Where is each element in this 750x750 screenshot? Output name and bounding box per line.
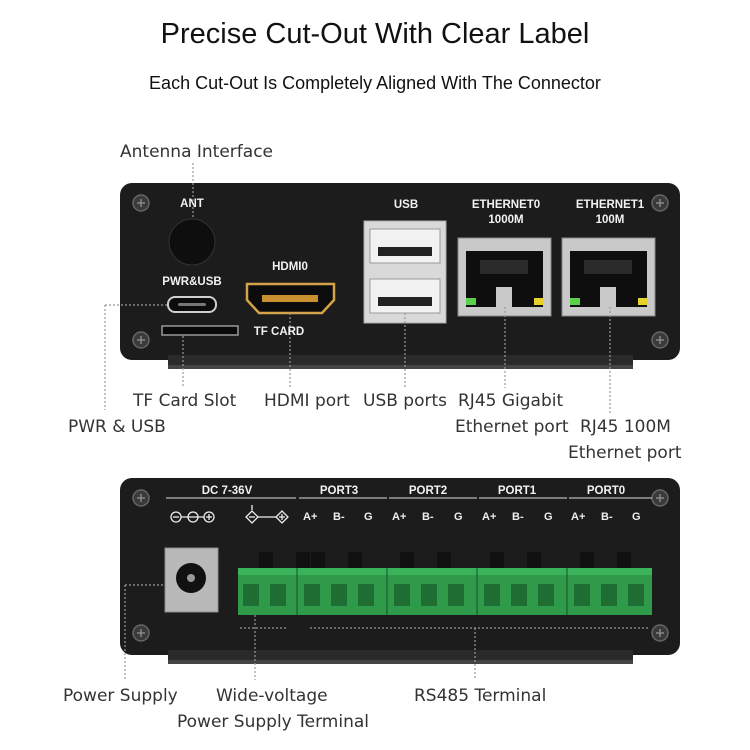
ethernet0-label: ETHERNET0 [471,199,541,211]
pin-g-label: G [544,511,553,523]
callout-wide-voltage: Wide-voltage [216,686,328,706]
pin-a-label: A+ [482,511,497,523]
ethernet0-port [457,237,552,317]
dc-polarity-icon [170,511,215,523]
pin-b-label: B- [422,511,434,523]
page-title: Precise Cut-Out With Clear Label [160,18,590,50]
callout-rs485: RS485 Terminal [414,686,547,706]
usb-label: USB [393,199,419,211]
top-panel [120,183,680,369]
page-subtitle: Each Cut-Out Is Completely Aligned With … [149,73,601,93]
callout-antenna: Antenna Interface [120,142,274,162]
pin-g-label: G [632,511,641,523]
antenna-connector [168,218,216,266]
rs485-terminal-block [238,552,652,615]
callout-rj45-100m-line2: Ethernet port [568,443,682,463]
ant-label: ANT [180,198,204,210]
port3-label: PORT3 [319,485,359,497]
ethernet1-label: ETHERNET1 [575,199,645,211]
tf-card-label: TF CARD [253,326,305,338]
port2-label: PORT2 [408,485,448,497]
callout-pwr-usb: PWR & USB [68,417,166,437]
ethernet0-speed-label: 1000M [488,214,524,226]
tf-card-slot [161,325,239,336]
pin-b-label: B- [601,511,613,523]
pin-a-label: A+ [392,511,407,523]
port1-label: PORT1 [497,485,537,497]
hdmi-label: HDMI0 [272,261,308,273]
terminal-polarity-icon [245,505,289,524]
callout-rj45-gigabit-line2: Ethernet port [455,417,569,437]
top-leader-lines [104,163,611,415]
ethernet1-speed-label: 100M [595,214,625,226]
dc-label: DC 7-36V [201,485,253,497]
pin-g-label: G [364,511,373,523]
callout-power-supply: Power Supply [63,686,178,706]
port0-label: PORT0 [586,485,626,497]
callout-tf-slot: TF Card Slot [133,391,237,411]
bottom-panel [120,478,680,664]
callout-rj45-100m: RJ45 100M [580,417,671,437]
callout-usb: USB ports [363,391,448,411]
pin-a-label: A+ [571,511,586,523]
pin-b-label: B- [512,511,524,523]
ethernet1-port [561,237,656,317]
callout-hdmi: HDMI port [264,391,350,411]
callout-wide-voltage-line2: Power Supply Terminal [177,712,369,732]
pin-b-label: B- [333,511,345,523]
pin-a-label: A+ [303,511,318,523]
pin-g-label: G [454,511,463,523]
callout-rj45-gigabit: RJ45 Gigabit [458,391,564,411]
pwr-usb-label: PWR&USB [162,276,222,288]
bottom-leader-lines [124,584,648,680]
